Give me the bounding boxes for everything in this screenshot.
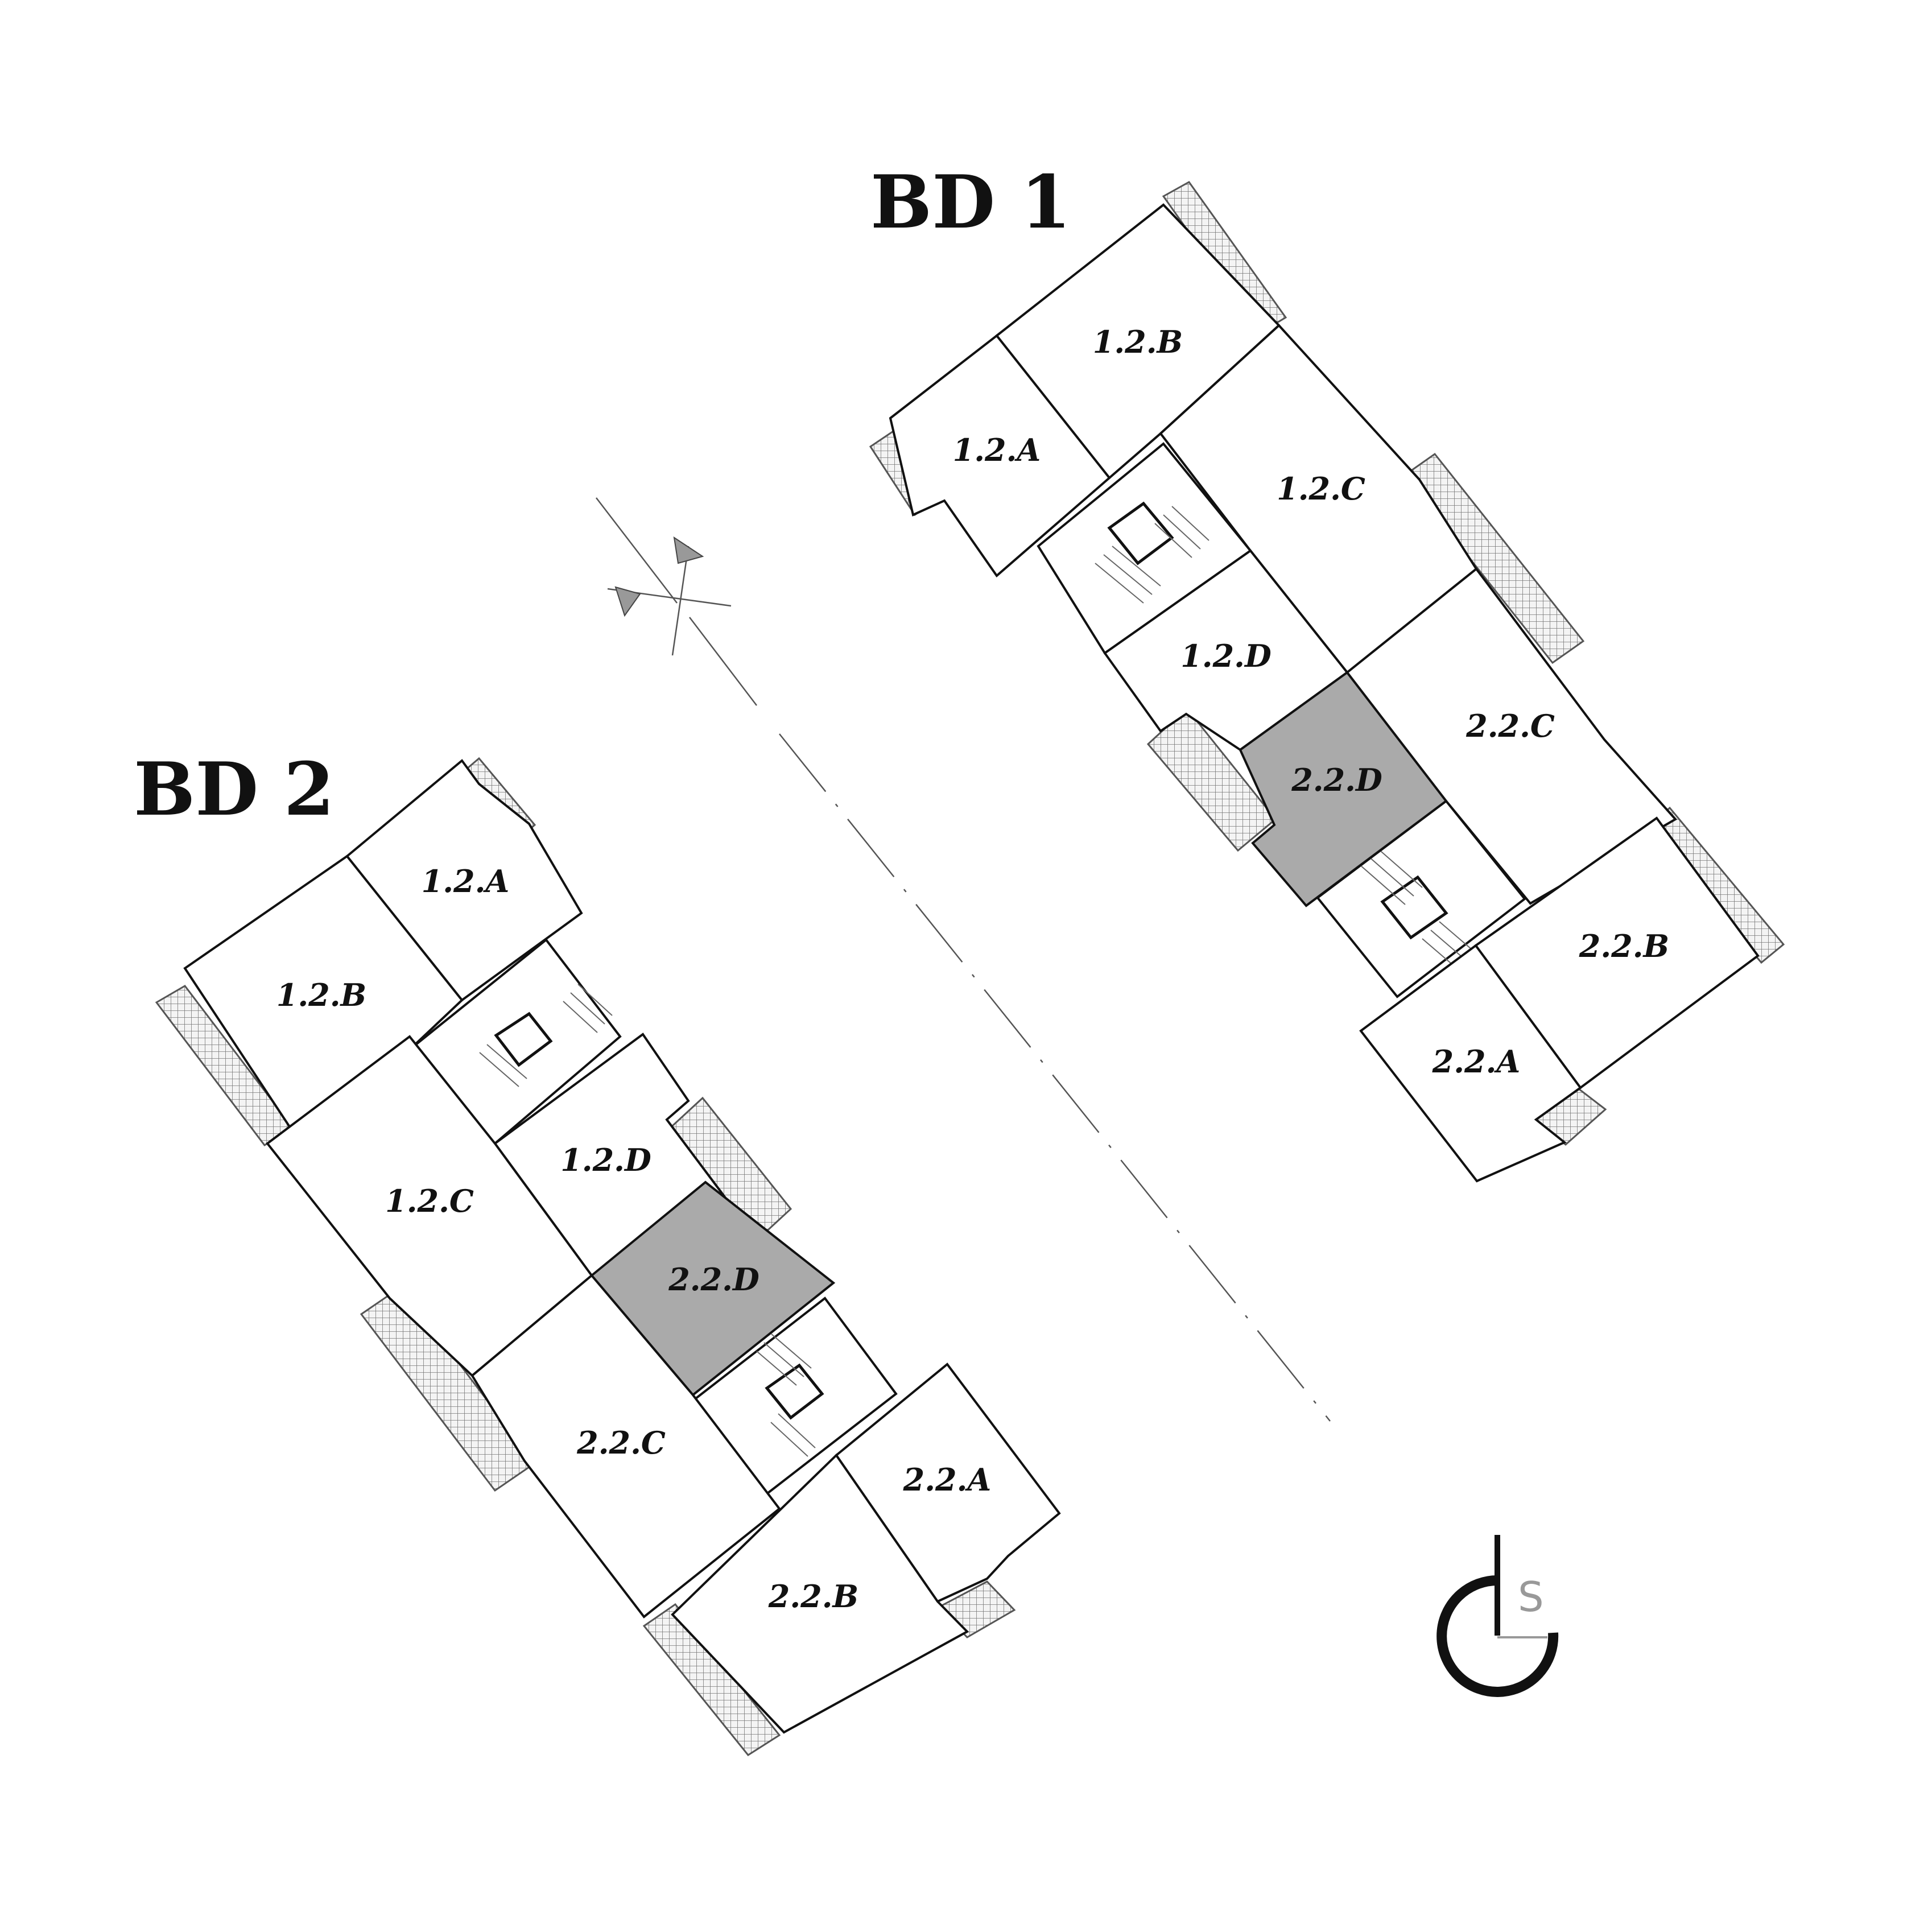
building-title: BD 1 bbox=[870, 160, 1071, 245]
unit-label: 1.2.D bbox=[560, 1142, 651, 1178]
axis-line bbox=[779, 733, 1331, 1422]
unit-label: 2.2.A bbox=[1432, 1043, 1521, 1080]
unit-label: 1.2.B bbox=[1093, 324, 1183, 360]
building-bd2: BD 2 1.2.A 1.2.B 1.2.D 1.2.C bbox=[134, 747, 1061, 1756]
north-arrow-icon bbox=[596, 497, 732, 656]
unit-label: 1.2.A bbox=[953, 432, 1041, 468]
brand-logo-icon: S bbox=[1436, 1535, 1559, 1697]
unit-label: 1.2.C bbox=[385, 1183, 474, 1219]
unit-2.2.A[interactable] bbox=[1359, 944, 1582, 1183]
unit-label: 1.2.B bbox=[276, 977, 366, 1013]
unit-label: 1.2.A bbox=[422, 863, 510, 899]
unit-label: 2.2.D bbox=[668, 1261, 759, 1298]
stair-steps bbox=[1359, 847, 1480, 973]
stair-steps bbox=[756, 1334, 824, 1457]
unit-label: 2.2.C bbox=[576, 1425, 666, 1461]
unit-label: 1.2.D bbox=[1180, 638, 1272, 674]
building-title: BD 2 bbox=[134, 747, 335, 832]
unit-1.2.A[interactable] bbox=[889, 334, 1111, 577]
unit-label: 1.2.C bbox=[1277, 470, 1365, 507]
unit-label: 2.2.A bbox=[903, 1462, 992, 1498]
stair-steps bbox=[479, 984, 613, 1087]
unit-2.2.C[interactable] bbox=[1345, 567, 1678, 905]
balcony bbox=[1402, 452, 1585, 664]
unit-2.2.B[interactable] bbox=[671, 1453, 969, 1734]
building-bd1: BD 1 1.2.B 1.2.A 1.2.C 1.2.D bbox=[869, 160, 1785, 1183]
unit-label: 2.2.B bbox=[1579, 928, 1669, 964]
logo-letter: S bbox=[1518, 1573, 1544, 1621]
unit-label: 2.2.C bbox=[1465, 708, 1555, 744]
axis-line bbox=[689, 617, 757, 706]
unit-label: 2.2.B bbox=[768, 1578, 858, 1615]
unit-label: 2.2.D bbox=[1291, 762, 1382, 798]
unit-2.2.C[interactable] bbox=[470, 1274, 781, 1619]
stair-steps bbox=[1095, 501, 1209, 604]
balcony bbox=[642, 1603, 781, 1756]
